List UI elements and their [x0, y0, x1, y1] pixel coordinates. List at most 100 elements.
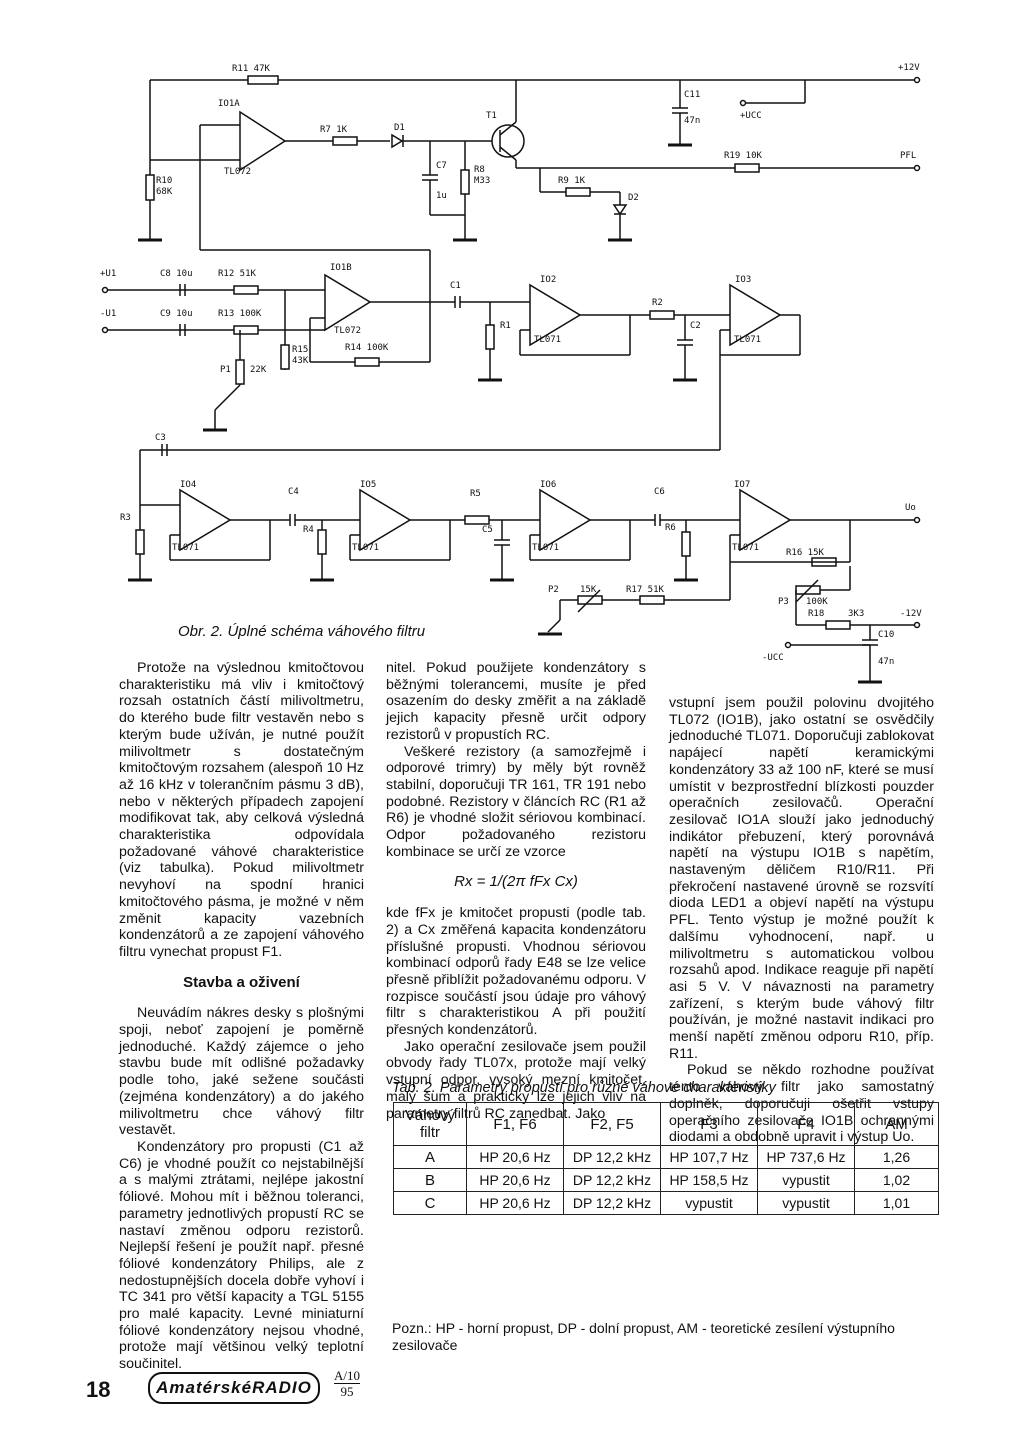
table-header-cell: F1, F6: [466, 1102, 564, 1146]
table-cell: B: [393, 1168, 467, 1192]
label-r14: R14 100K: [345, 343, 389, 353]
label-tl071-3: TL071: [734, 335, 761, 345]
text-column-2: nitel. Pokud použijete kondenzátory s bě…: [386, 660, 646, 1122]
table-cell: vypustit: [757, 1168, 855, 1192]
issue-number: A/10 95: [334, 1368, 360, 1399]
label-tl072b: TL072: [334, 326, 361, 336]
table-cell: 1,01: [854, 1191, 939, 1215]
table-cell: HP 737,6 Hz: [757, 1145, 855, 1169]
label-r17: R17 51K: [626, 585, 665, 595]
label-r19: R19 10K: [724, 151, 763, 161]
label-c10v: 47n: [878, 657, 894, 667]
label-c6: C6: [654, 487, 665, 497]
label-tl071-7: TL071: [732, 543, 759, 553]
table-caption: Tab. 2. Parametry propustí pro různé váh…: [392, 1080, 776, 1096]
label-c11v: 47n: [684, 116, 700, 126]
table-cell: DP 12,2 kHz: [563, 1168, 661, 1192]
label-p3v: 100K: [806, 597, 828, 607]
formula: Rx = 1/(2π fFx Cx): [454, 873, 578, 891]
figure-caption: Obr. 2. Úplné schéma váhového filtru: [178, 623, 426, 640]
table-cell: HP 20,6 Hz: [466, 1145, 564, 1169]
schematic-diagram: R11 47K +12V IO1A TL072 R7 1K D1 R10 68K…: [100, 63, 922, 684]
label-c11: C11: [684, 90, 700, 100]
label-r16: R16 15K: [786, 548, 825, 558]
label-d1: D1: [394, 123, 405, 133]
label-p1: P1: [220, 365, 231, 375]
table-cell: DP 12,2 kHz: [563, 1191, 661, 1215]
paragraph: Neuvádím nákres desky s plošnými spoji, …: [119, 1005, 364, 1139]
label-r18v: 3K3: [848, 609, 864, 619]
magazine-logo: AmatérskéRADIO: [148, 1372, 320, 1404]
label-tl072a: TL072: [224, 167, 251, 177]
paragraph: Protože na výslednou kmitočtovou charakt…: [119, 660, 364, 960]
table-cell: 1,02: [854, 1168, 939, 1192]
section-heading: Stavba a oživení: [183, 973, 300, 991]
label-tl071-5: TL071: [352, 543, 379, 553]
label-r7: R7 1K: [320, 125, 348, 135]
table-cell: HP 107,7 Hz: [660, 1145, 758, 1169]
label-d2: D2: [628, 193, 639, 203]
label-ucc-neg: -UCC: [762, 653, 784, 663]
label-c9: C9 10u: [160, 309, 193, 319]
parameters-table: Váhový filtr F1, F6 F2, F5 F3 F4 AM A HP…: [393, 1102, 939, 1215]
label-tl071-6: TL071: [532, 543, 559, 553]
label-r10: R10: [156, 176, 172, 186]
label-io3: IO3: [735, 275, 751, 285]
label-plus12v: +12V: [898, 63, 920, 73]
table-header-cell: Váhový filtr: [393, 1102, 467, 1146]
table-row: A HP 20,6 Hz DP 12,2 kHz HP 107,7 Hz HP …: [393, 1145, 939, 1169]
label-r2: R2: [652, 298, 663, 308]
label-p3: P3: [778, 597, 789, 607]
label-io5: IO5: [360, 480, 376, 490]
label-io2: IO2: [540, 275, 556, 285]
label-r4: R4: [303, 525, 314, 535]
paragraph: vstupní jsem použil polovinu dvojitého T…: [669, 695, 934, 1062]
text-column-3: vstupní jsem použil polovinu dvojitého T…: [669, 695, 934, 1146]
label-r11: R11 47K: [232, 64, 271, 74]
paragraph: Veškeré rezistory (a samozřejmě i odporo…: [386, 743, 646, 860]
label-io1b: IO1B: [330, 263, 352, 273]
text-column-1: Protože na výslednou kmitočtovou charakt…: [119, 660, 364, 1373]
label-tl071-2: TL071: [534, 335, 561, 345]
label-r15v: 43K: [292, 356, 309, 366]
label-r13: R13 100K: [218, 309, 262, 319]
issue-bottom: 95: [334, 1383, 360, 1399]
table-cell: A: [393, 1145, 467, 1169]
label-r9: R9 1K: [558, 176, 586, 186]
label-r18: R18: [808, 609, 824, 619]
label-u1p: +U1: [100, 269, 116, 279]
table-row: C HP 20,6 Hz DP 12,2 kHz vypustit vypust…: [393, 1191, 939, 1215]
label-r8v: M33: [474, 176, 490, 186]
table-header-row: Váhový filtr F1, F6 F2, F5 F3 F4 AM: [393, 1102, 939, 1146]
label-c7v: 1u: [436, 191, 447, 201]
label-r1: R1: [500, 321, 511, 331]
label-r5: R5: [470, 489, 481, 499]
label-r10v: 68K: [156, 187, 173, 197]
label-t1: T1: [486, 111, 497, 121]
table-cell: HP 158,5 Hz: [660, 1168, 758, 1192]
label-c5: C5: [482, 525, 493, 535]
label-io7: IO7: [734, 480, 750, 490]
label-c3: C3: [155, 433, 166, 443]
label-c4: C4: [288, 487, 299, 497]
label-c2: C2: [690, 321, 701, 331]
label-c1: C1: [450, 281, 461, 291]
table-cell: HP 20,6 Hz: [466, 1168, 564, 1192]
label-r15: R15: [292, 345, 308, 355]
paragraph: Kondenzátory pro propusti (C1 až C6) je …: [119, 1138, 364, 1373]
table-cell: DP 12,2 kHz: [563, 1145, 661, 1169]
paragraph: nitel. Pokud použijete kondenzátory s bě…: [386, 660, 646, 743]
table-cell: 1,26: [854, 1145, 939, 1169]
label-r3: R3: [120, 513, 131, 523]
label-p2: P2: [548, 585, 559, 595]
table-header-cell: F3: [660, 1102, 758, 1146]
label-io6: IO6: [540, 480, 556, 490]
label-pfl: PFL: [900, 151, 916, 161]
issue-top: A/10: [334, 1368, 360, 1383]
label-io1a: IO1A: [218, 99, 240, 109]
label-r8: R8: [474, 165, 485, 175]
label-c10: C10: [878, 630, 894, 640]
table-cell: vypustit: [660, 1191, 758, 1215]
label-ucc-pos: +UCC: [740, 111, 762, 121]
table-header-cell: F4: [757, 1102, 855, 1146]
